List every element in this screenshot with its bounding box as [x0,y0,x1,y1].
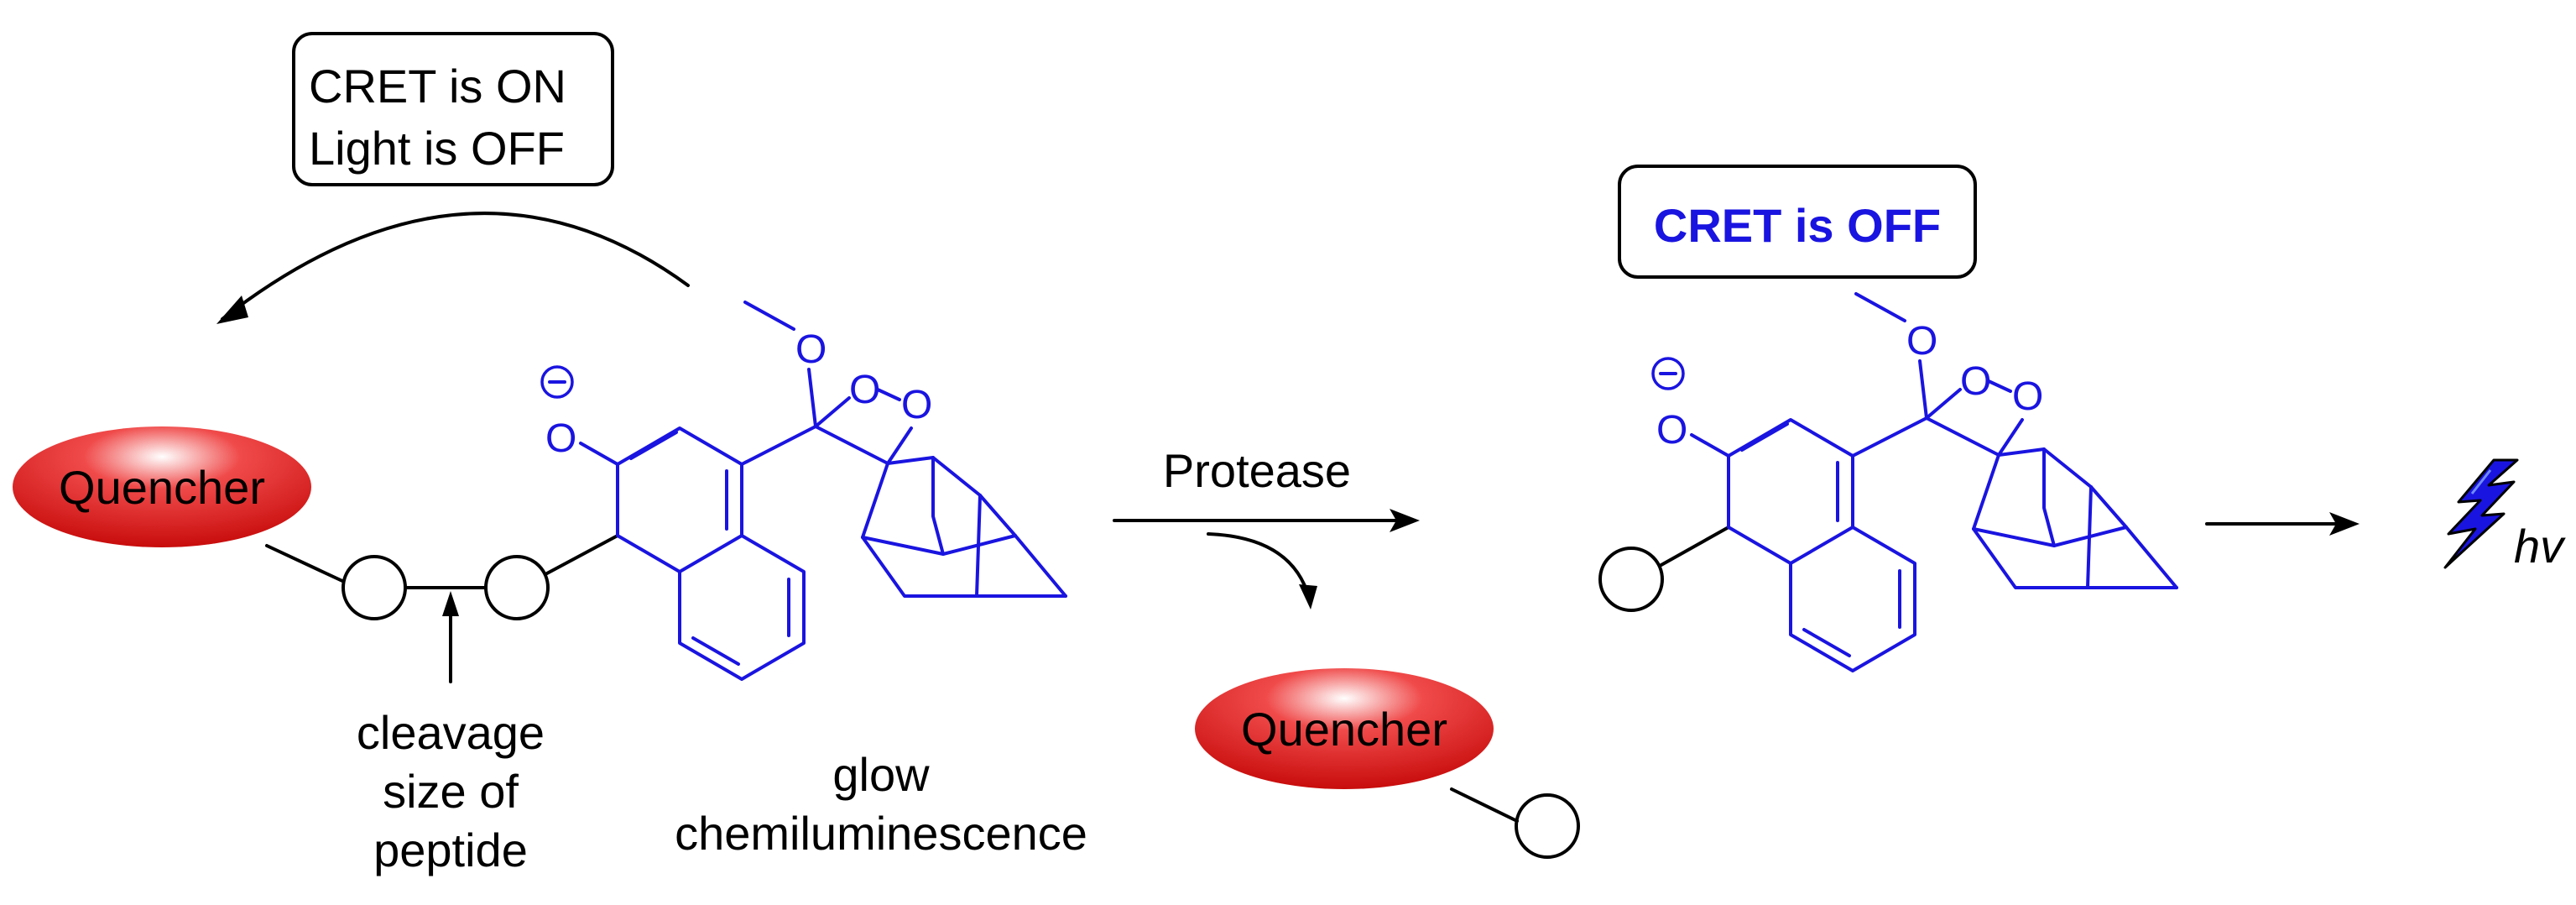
cret-on-callout: CRET is ON Light is OFF [292,32,614,186]
cret-on-text: CRET is ON [309,60,566,112]
dioxetane-c-o-1-right [1925,388,1962,420]
amino-acid-circle-2 [484,555,550,620]
quencher-left: Quencher [13,426,311,547]
ring-a-double-1 [629,431,678,460]
dioxetane-oxygen-1-right: O [1960,359,1991,404]
linker-bond-2 [544,534,619,576]
cret-off-callout: CRET is OFF [1618,165,1977,279]
methoxy-bond-right [1918,359,1928,420]
dioxetane-probe-right: O O O O [1598,292,2178,672]
amino-acid-circle-1 [342,555,407,620]
methoxy-oxygen-right: O [1906,319,1937,364]
quencher-bottom: Quencher [1195,668,1494,789]
linker-bond-1 [265,544,344,583]
dioxetane-oxygen-2: O [901,383,932,427]
aryl-dioxetane-bond [740,425,817,466]
phenoxide-bond-right [1690,433,1730,458]
remaining-linker-bond [1658,526,1730,568]
protease-label: Protease [1163,444,1351,497]
dioxetane-o-o-right [1987,379,2012,393]
adamantane-edge-5 [931,456,945,556]
dioxetane-c-c [814,425,889,465]
methoxy-bond [807,368,817,428]
release-arrowhead [1299,584,1317,609]
dioxetane-o-c-right [1997,418,2024,457]
adamantane-right-edge-5 [2042,447,2056,547]
dioxetane-c-o-1 [814,396,851,428]
methoxy-oxygen: O [795,327,827,372]
energy-transfer-arrow [221,212,690,321]
dioxetane-oxygen-2-right: O [2012,374,2043,419]
quencher-left-ellipse [13,426,311,547]
lightning-bolt-icon [2443,458,2519,569]
hv-label: hv [2514,520,2566,573]
cleavage-label-2: size of [383,765,519,818]
methyl-bond [743,301,795,331]
cleavage-label-3: peptide [373,824,528,876]
glow-label-1: glow [832,748,930,801]
quencher-left-label: Quencher [59,461,265,514]
cret-off-box [1618,165,1977,279]
release-arrow [1207,532,1311,599]
released-amino-acid-circle [1515,793,1580,859]
protease-arrowhead [1390,509,1420,532]
ring-b-right [1789,526,1916,672]
negative-charge-icon [540,365,574,399]
phenoxide-oxygen-right: O [1656,408,1687,452]
cleavage-label-1: cleavage [357,706,545,759]
ring-a-right [1727,418,1854,565]
energy-transfer-arrowhead [216,296,248,324]
dioxetane-probe-left: O O O O [540,301,1067,681]
ring-b-right-double-2 [1802,628,1851,657]
dioxetane-c-c-right [1925,416,2000,457]
light-off-text: Light is OFF [309,122,565,175]
negative-charge-icon-right [1651,357,1685,390]
ring-a [616,426,743,573]
adamantane-edge-4 [975,494,982,598]
adamantane-edge-2 [861,462,1067,598]
emission-arrowhead [2329,512,2360,536]
dioxetane-oxygen-1: O [849,368,880,412]
ring-a-right-double-1 [1740,422,1789,452]
released-linker-bond [1450,787,1519,823]
dioxetane-o-o [876,388,901,401]
cleavage-arrowhead [442,591,459,616]
quencher-bottom-label: Quencher [1241,703,1447,756]
cret-off-text: CRET is OFF [1654,199,1941,252]
remaining-amino-acid-circle [1598,547,1664,612]
aryl-dioxetane-bond-right [1851,416,1928,458]
ring-b-double-2 [691,636,740,666]
quencher-bottom-ellipse [1195,668,1494,789]
adamantane-right-edge-2 [1972,453,2178,589]
cret-on-box [292,32,614,186]
dioxetane-o-c [886,426,913,465]
phenoxide-oxygen: O [545,416,576,461]
ring-b [678,534,806,681]
adamantane-right-edge-4 [2086,485,2093,589]
phenoxide-bond [579,442,619,466]
methyl-bond-right [1854,292,1906,322]
glow-label-2: chemiluminescence [675,807,1087,860]
